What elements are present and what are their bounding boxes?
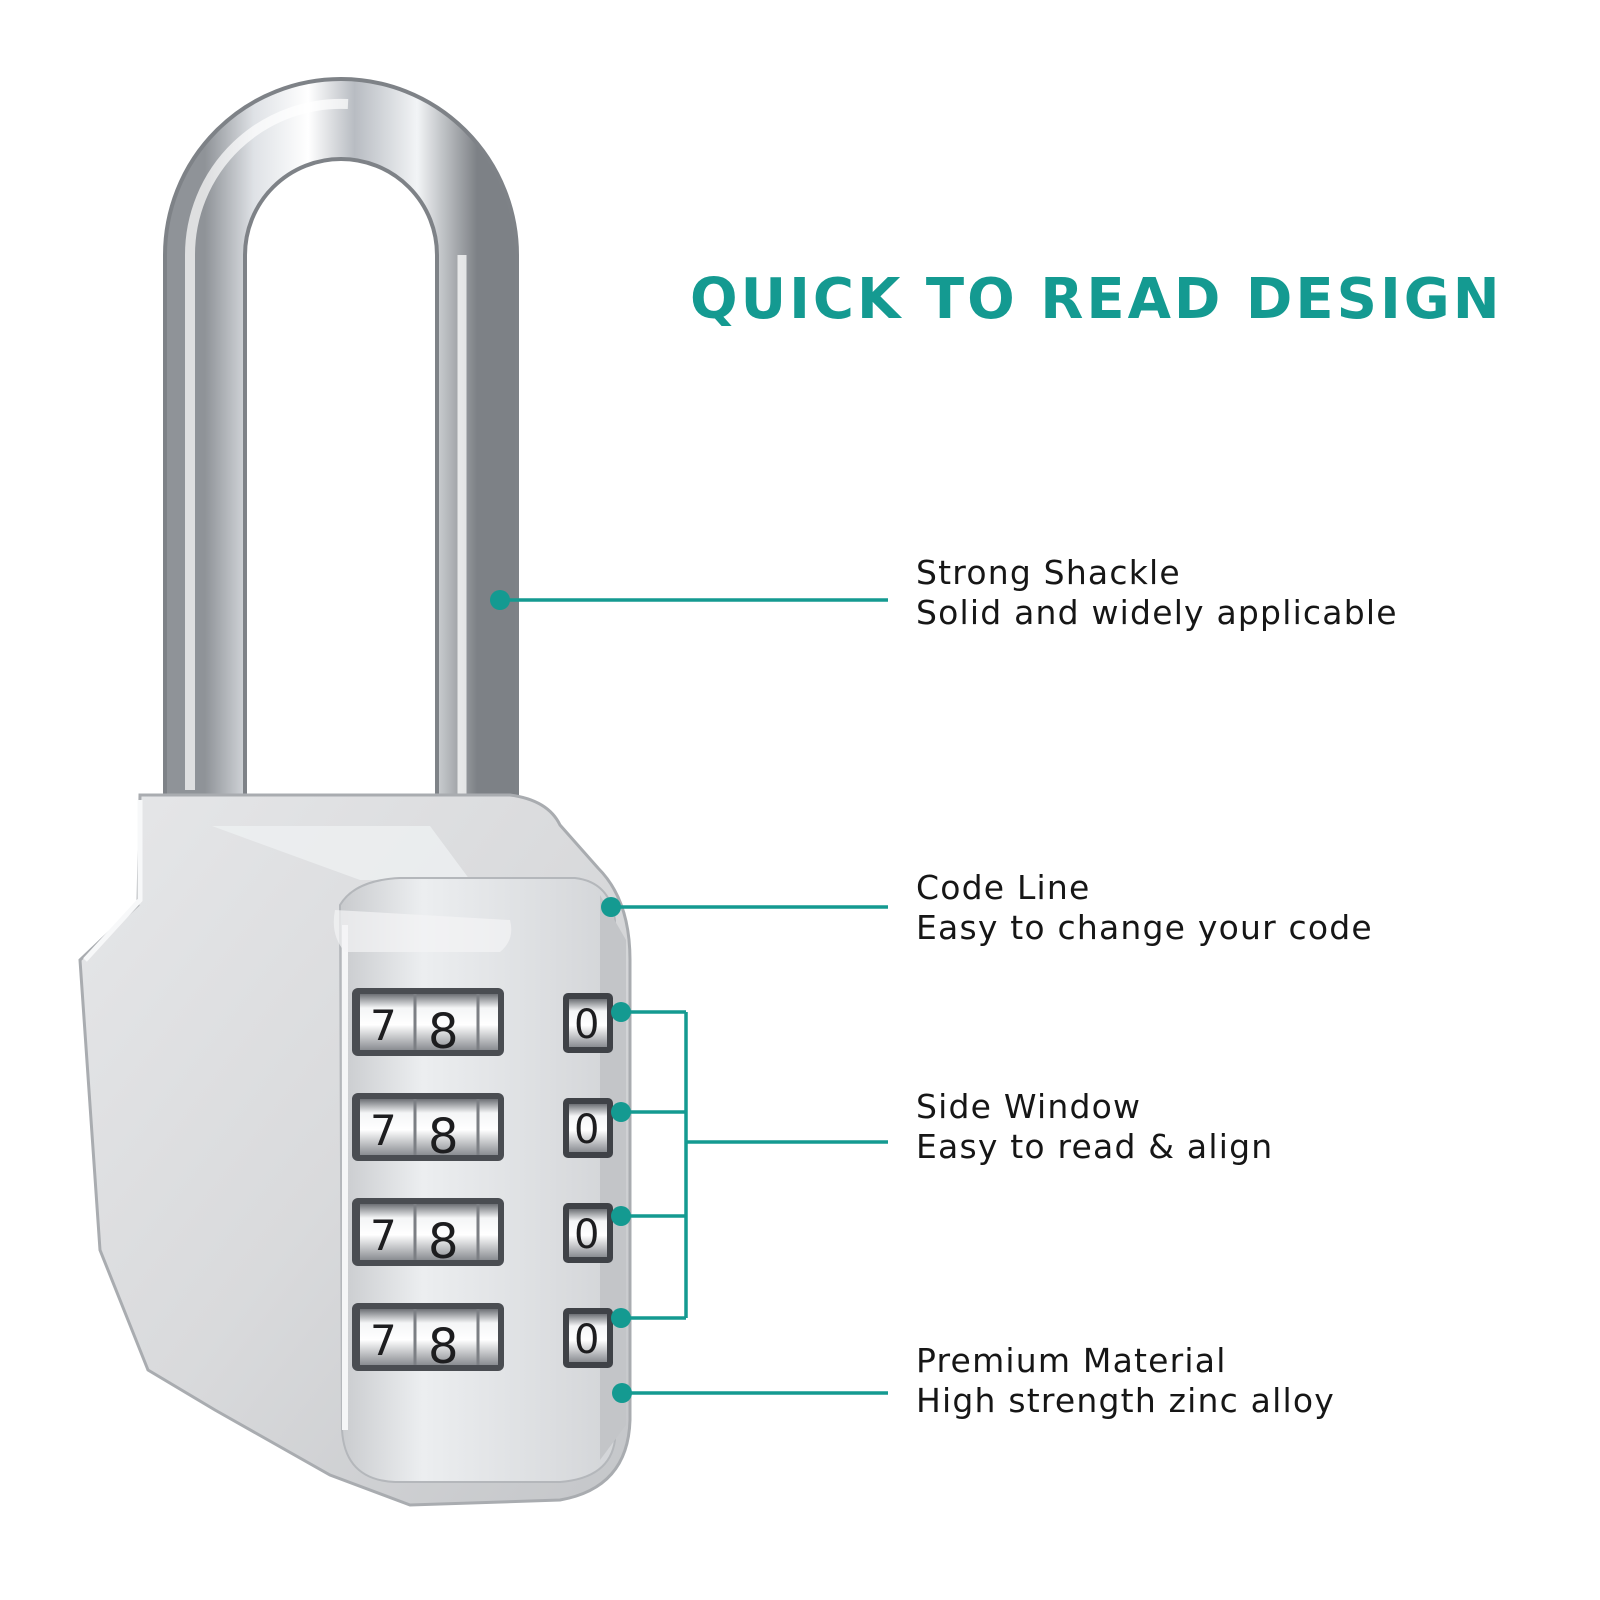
side-window-dot-2: [611, 1102, 631, 1122]
feature-subtitle: Easy to read & align: [916, 1127, 1274, 1166]
feature-subtitle: Solid and widely applicable: [916, 593, 1398, 632]
side-window-1-digit: 0: [574, 1002, 599, 1048]
wheel-2-digit-a: 7: [370, 1106, 397, 1155]
callout-dots: [490, 590, 632, 1403]
feature-subtitle: High strength zinc alloy: [916, 1381, 1335, 1420]
wheel-3-digit-b: 8: [428, 1214, 459, 1270]
wheel-4-digit-a: 7: [370, 1316, 397, 1365]
wheel-3: [352, 1198, 504, 1266]
side-window-dot-4: [611, 1308, 631, 1328]
side-window-3-digit: 0: [574, 1212, 599, 1258]
wheel-3-digit-a: 7: [370, 1211, 397, 1260]
front-wheels: [352, 988, 504, 1371]
wheel-4: [352, 1303, 504, 1371]
side-window-dot-1: [611, 1002, 631, 1022]
wheel-4-digit-b: 8: [428, 1319, 459, 1375]
feature-code-line: Code Line Easy to change your code: [916, 868, 1556, 948]
wheel-2: [352, 1093, 504, 1161]
wheel-2-digit-b: 8: [428, 1109, 459, 1165]
wheel-1-digit-b: 8: [428, 1004, 459, 1060]
side-window-dot-3: [611, 1206, 631, 1226]
side-window-2-digit: 0: [574, 1107, 599, 1153]
material-callout-dot: [612, 1383, 632, 1403]
wheel-1: [352, 988, 504, 1056]
side-windows: [563, 993, 613, 1368]
feature-premium-material: Premium Material High strength zinc allo…: [916, 1341, 1556, 1421]
shackle-callout-dot: [490, 590, 510, 610]
feature-title: Strong Shackle: [916, 553, 1181, 592]
feature-strong-shackle: Strong Shackle Solid and widely applicab…: [916, 553, 1556, 633]
feature-title: Code Line: [916, 868, 1091, 907]
feature-side-window: Side Window Easy to read & align: [916, 1087, 1556, 1167]
feature-title: Side Window: [916, 1087, 1142, 1126]
callout-lines: [500, 598, 888, 1395]
side-window-4-digit: 0: [574, 1317, 599, 1363]
wheel-1-digit-a: 7: [370, 1001, 397, 1050]
feature-title: Premium Material: [916, 1341, 1227, 1380]
code-line-callout-dot: [601, 897, 621, 917]
feature-subtitle: Easy to change your code: [916, 908, 1373, 947]
headline: QUICK TO READ DESIGN: [690, 267, 1503, 332]
